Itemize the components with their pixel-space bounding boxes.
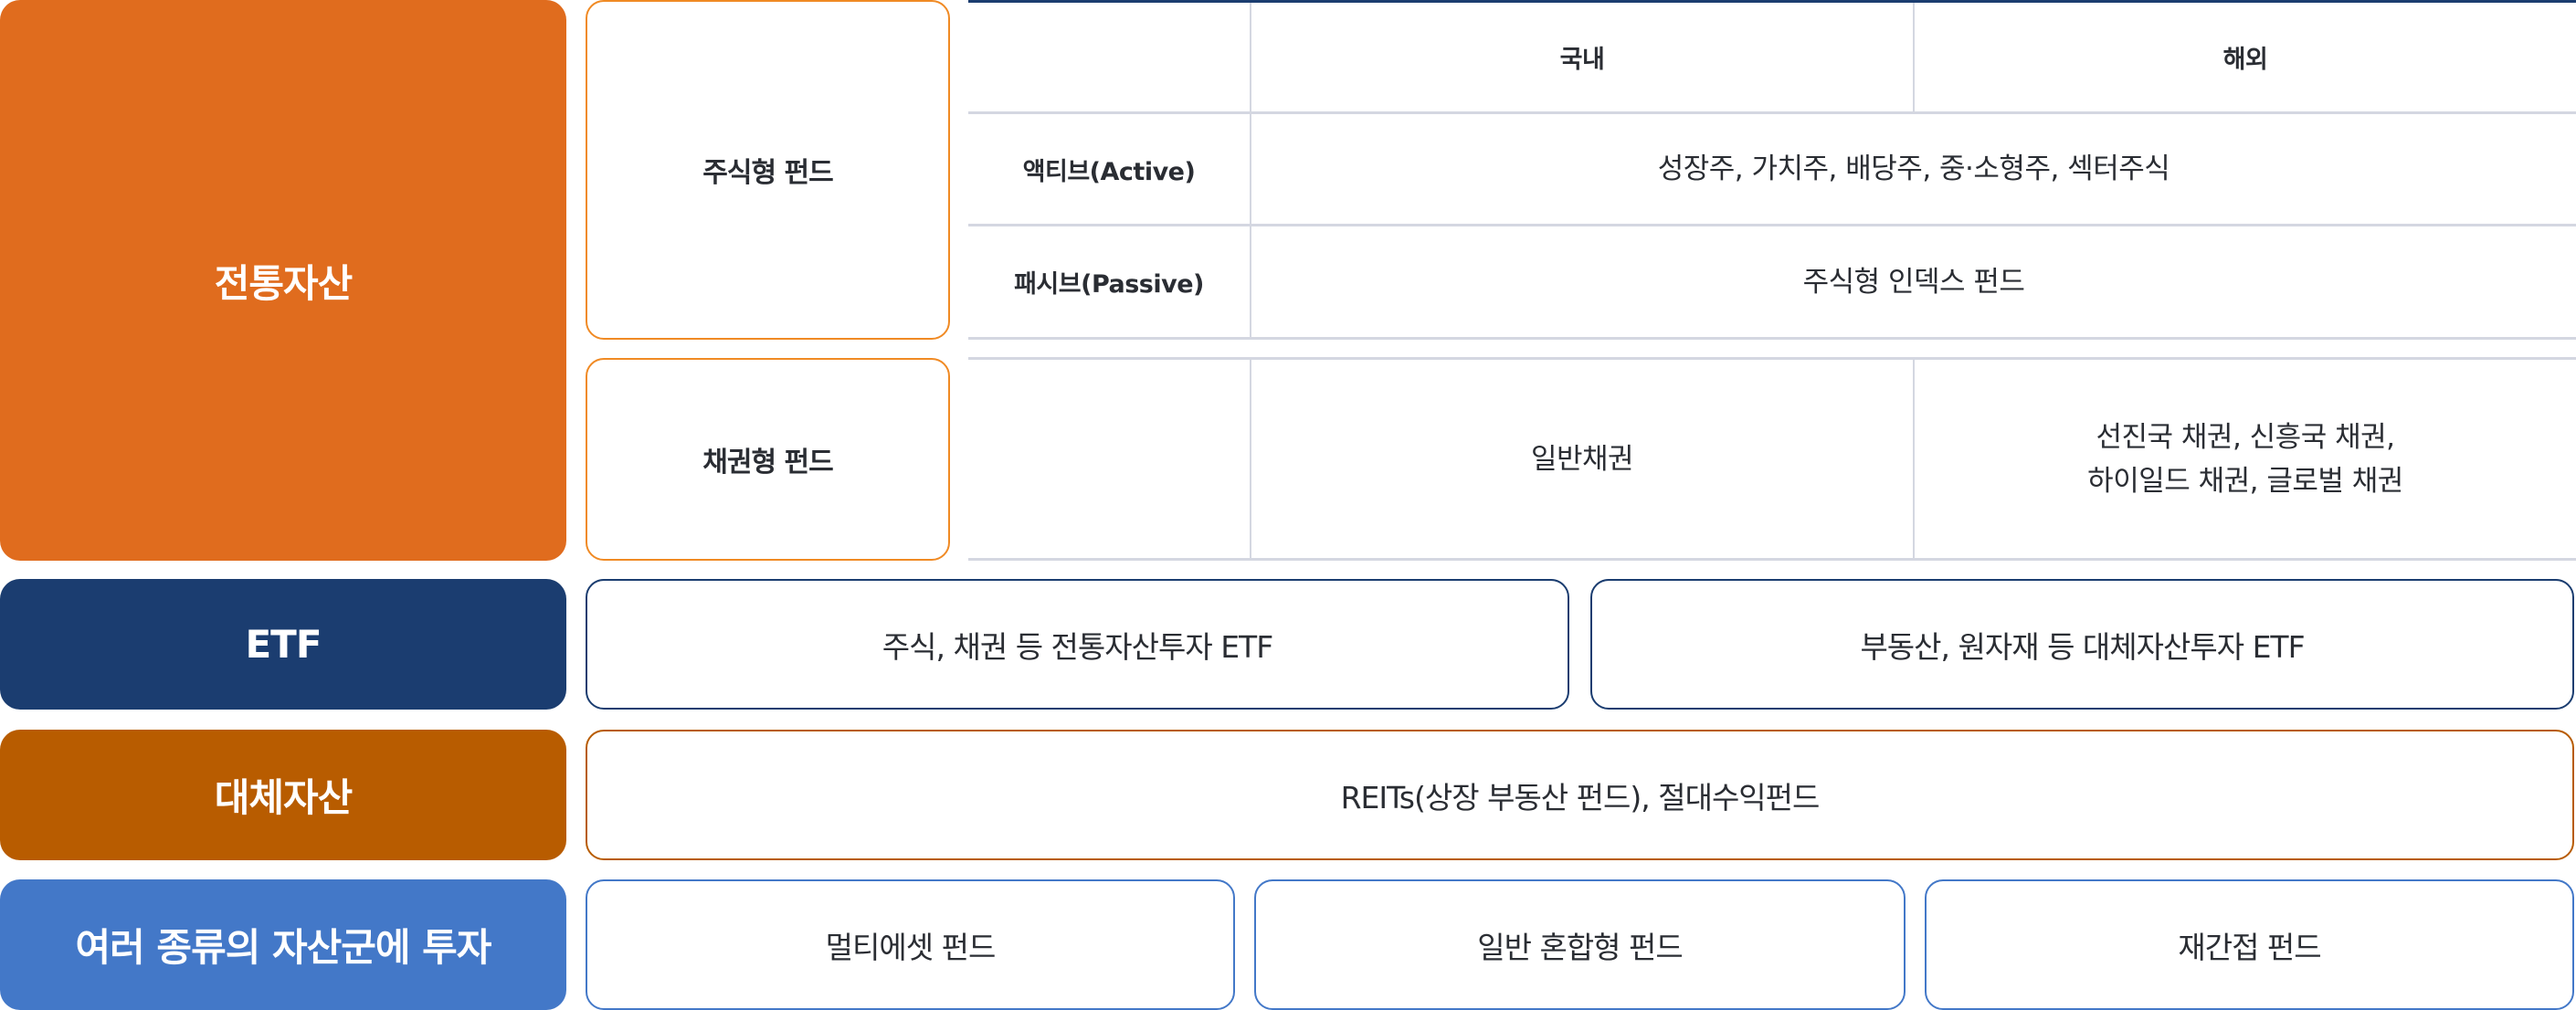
category-label: 대체자산 (214, 775, 354, 820)
bond-overseas-line2: 하이일드 채권, 글로벌 채권 (2087, 464, 2403, 498)
bond-overseas-value: 선진국 채권, 신흥국 채권, 하이일드 채권, 글로벌 채권 (1915, 360, 2576, 558)
table-col-divider (1250, 360, 1251, 558)
table-header-overseas: 해외 (2222, 46, 2268, 74)
row-value-passive: 주식형 인덱스 펀드 (1802, 265, 2025, 299)
table-top-border (968, 0, 2576, 3)
equity-fund-label: 주식형 펀드 (702, 157, 833, 189)
row-label-active: 액티브(Active) (1022, 157, 1196, 186)
table-col-divider (1913, 3, 1915, 112)
multi-asset-fund-box: 멀티에셋 펀드 (586, 879, 1235, 1010)
category-label: ETF (245, 622, 322, 667)
fund-of-funds-box: 재간접 펀드 (1925, 879, 2574, 1010)
category-label: 여러 종류의 자산군에 투자 (75, 925, 492, 970)
category-multi-asset: 여러 종류의 자산군에 투자 (0, 879, 566, 1010)
balanced-fund-box: 일반 혼합형 펀드 (1254, 879, 1906, 1010)
table-divider (968, 337, 2576, 340)
table-header-domestic: 국내 (1559, 46, 1605, 74)
bond-domestic-value: 일반채권 (1530, 442, 1634, 476)
alternative-box: REITs(상장 부동산 펀드), 절대수익펀드 (586, 730, 2574, 860)
table-divider (968, 558, 2576, 561)
table-divider (968, 357, 2576, 360)
table-col-divider (1913, 360, 1915, 558)
category-alternative-assets: 대체자산 (0, 730, 566, 860)
bond-fund-box: 채권형 펀드 (586, 358, 950, 561)
etf-alternative-box: 부동산, 원자재 등 대체자산투자 ETF (1590, 579, 2574, 710)
equity-fund-box: 주식형 펀드 (586, 0, 950, 340)
category-label: 전통자산 (214, 260, 354, 306)
table-divider (968, 111, 2576, 114)
bond-fund-label: 채권형 펀드 (702, 447, 833, 479)
table-col-divider (1250, 3, 1251, 338)
table-divider (968, 224, 2576, 226)
bond-overseas-line1: 선진국 채권, 신흥국 채권, (2096, 420, 2395, 454)
etf-traditional-box: 주식, 채권 등 전통자산투자 ETF (586, 579, 1569, 710)
category-etf: ETF (0, 579, 566, 710)
row-value-active: 성장주, 가치주, 배당주, 중·소형주, 섹터주식 (1657, 153, 2170, 185)
table-header-empty (968, 3, 1250, 111)
category-traditional-assets: 전통자산 (0, 0, 566, 561)
row-label-passive: 패시브(Passive) (1014, 270, 1204, 299)
